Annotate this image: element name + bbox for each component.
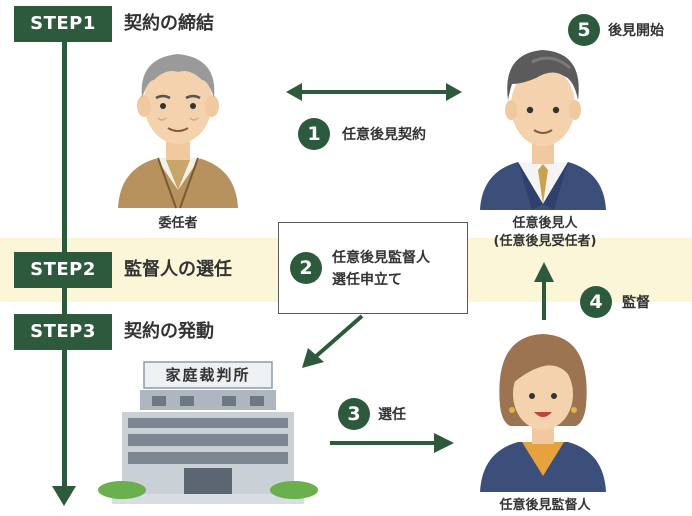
action-1-label: 任意後見契約 bbox=[342, 127, 426, 143]
action-5-number: 5 bbox=[568, 14, 600, 46]
timeline-arrow-icon bbox=[52, 486, 76, 506]
action-4-number: 4 bbox=[580, 286, 612, 318]
principal-person-icon bbox=[118, 54, 238, 209]
court-building-icon bbox=[98, 361, 318, 504]
action-2-label-line2: 選任申立て bbox=[332, 272, 402, 288]
guardian-label-line2: (任意後見受任者) bbox=[493, 234, 597, 249]
supervisor-label: 任意後見監督人 bbox=[499, 498, 591, 513]
step1-title: 契約の締結 bbox=[124, 13, 214, 34]
step3-title: 契約の発動 bbox=[124, 321, 214, 342]
action-2-number: 2 bbox=[290, 252, 322, 284]
application-arrow-icon bbox=[302, 314, 364, 368]
contract-double-arrow-icon bbox=[286, 83, 462, 101]
action-2-label-line1: 任意後見監督人 bbox=[332, 250, 430, 266]
principal-label: 委任者 bbox=[158, 216, 198, 231]
court-sign: 家庭裁判所 bbox=[165, 366, 251, 384]
step3-badge: STEP3 bbox=[14, 314, 112, 350]
action-3-number: 3 bbox=[338, 398, 370, 430]
action-3-label: 選任 bbox=[378, 407, 406, 423]
guardian-label-line1: 任意後見人 bbox=[512, 216, 578, 231]
action-5-label: 後見開始 bbox=[608, 23, 664, 39]
supervisor-person-icon bbox=[480, 334, 606, 492]
supervision-arrow-icon bbox=[534, 262, 554, 320]
action-4-label: 監督 bbox=[622, 295, 650, 311]
step2-badge: STEP2 bbox=[14, 252, 112, 288]
step2-title: 監督人の選任 bbox=[124, 259, 232, 280]
guardian-person-icon bbox=[480, 50, 606, 210]
step1-badge: STEP1 bbox=[14, 6, 112, 42]
action-1-number: 1 bbox=[298, 118, 330, 150]
appointment-arrow-icon bbox=[330, 433, 454, 453]
